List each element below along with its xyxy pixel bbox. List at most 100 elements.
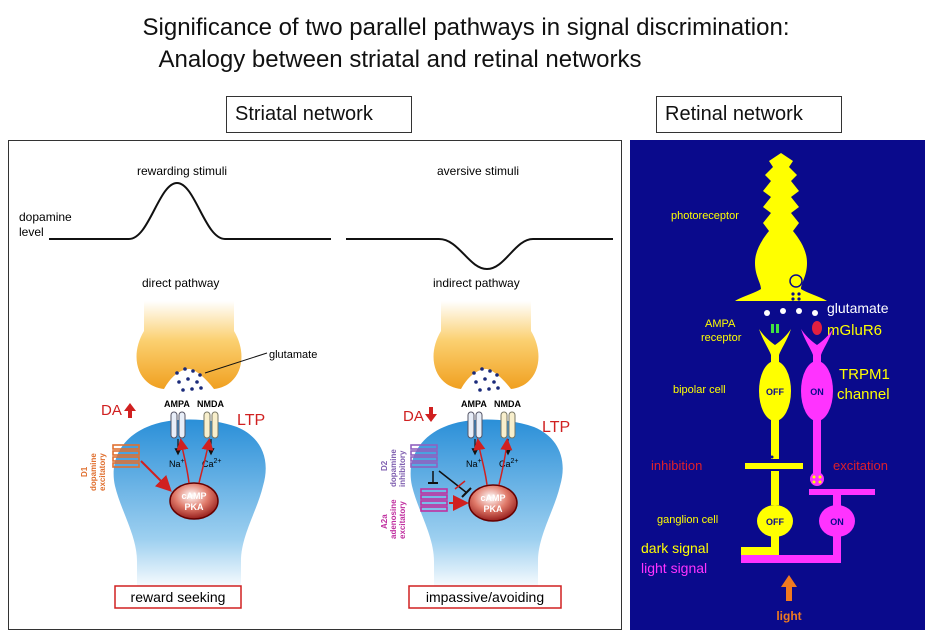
- da-up-arrow-left: [124, 403, 136, 418]
- rewarding-stimuli-label: rewarding stimuli: [137, 164, 227, 178]
- retinal-panel: photoreceptor glutamate AMPA receptor mG…: [630, 140, 925, 630]
- dopamine-level-label-1: dopamine: [19, 210, 72, 224]
- svg-text:excitatory: excitatory: [98, 453, 107, 491]
- ca-label-right: Ca2+: [499, 458, 519, 469]
- nmda-receptor-right: [500, 411, 516, 439]
- svg-text:A2a: A2a: [380, 514, 389, 529]
- pka-to-nmda-arrow: [198, 438, 214, 484]
- glutamate-vesicles-right: [472, 367, 500, 392]
- trpm1-label-2: channel: [837, 386, 890, 403]
- dark-signal-label: dark signal: [641, 540, 709, 556]
- mglur6-receptor: [812, 321, 822, 335]
- svg-text:inhibitory: inhibitory: [398, 450, 407, 487]
- svg-text:dopamine: dopamine: [89, 453, 98, 491]
- reward-seeking-label: reward seeking: [131, 589, 226, 605]
- da-label-left: DA: [101, 402, 122, 419]
- light-signal-label: light signal: [641, 560, 707, 576]
- ampa-receptor-right: [467, 411, 483, 439]
- a2a-receptor-label: A2a adenosine excitatory: [380, 499, 407, 539]
- pka-label-left: PKA: [184, 502, 204, 512]
- off-bipolar-terminal: [745, 463, 803, 469]
- pka-to-ampa-arrow: [176, 438, 190, 484]
- mglur6-label: mGluR6: [827, 322, 882, 339]
- on-bipolar-soma: [801, 361, 833, 421]
- d2-receptor: [410, 444, 438, 468]
- glutamate-label-retina: glutamate: [827, 300, 889, 316]
- on-ganglion-label: ON: [830, 517, 844, 527]
- glutamate-vesicles-left: [175, 367, 203, 392]
- svg-text:D1: D1: [80, 466, 89, 477]
- off-bipolar-dendrite: [759, 329, 791, 355]
- pka-label-right: PKA: [483, 504, 503, 514]
- photoreceptor-cell: [735, 153, 827, 301]
- indirect-pathway-label: indirect pathway: [433, 276, 520, 290]
- d2-to-pka-inhibit: [438, 470, 468, 494]
- on-bipolar-label: ON: [810, 387, 824, 397]
- retinal-diagram: photoreceptor glutamate AMPA receptor mG…: [641, 153, 890, 623]
- dopamine-curve-dip: [346, 238, 613, 271]
- excitation-label: excitation: [833, 458, 888, 473]
- na-label-left: Na+: [169, 458, 185, 469]
- on-ganglion-stem: [833, 489, 841, 509]
- d2-receptor-label: D2 dopamine inhibitory: [380, 449, 407, 487]
- d1-to-pka-arrow: [140, 460, 172, 492]
- nmda-label-right: NMDA: [494, 399, 521, 409]
- camp-label-left: cAMP: [181, 491, 206, 501]
- svg-text:D2: D2: [380, 460, 389, 471]
- presynaptic-terminal-right: [433, 301, 539, 389]
- light-up-arrow: [781, 575, 797, 601]
- svg-text:adenosine: adenosine: [389, 499, 398, 539]
- off-ganglion-label: OFF: [766, 517, 784, 527]
- off-ganglion-soma: [757, 505, 793, 537]
- photoreceptor-label: photoreceptor: [671, 210, 739, 222]
- d1-receptor-label: D1 dopamine excitatory: [80, 453, 107, 491]
- da-label-right: DA: [403, 408, 424, 425]
- off-ganglion-axon-v: [771, 535, 779, 553]
- aversive-stimuli-label: aversive stimuli: [437, 164, 519, 178]
- nmda-label-left: NMDA: [197, 399, 224, 409]
- svg-text:excitatory: excitatory: [398, 501, 407, 539]
- glutamate-dots: [764, 308, 818, 316]
- glutamate-label: glutamate: [269, 349, 317, 361]
- ampa-label-retina-1: AMPA: [705, 318, 736, 330]
- camp-pka-left: [169, 482, 219, 520]
- ampa-label-right: AMPA: [461, 399, 487, 409]
- dopamine-level-label-2: level: [19, 225, 44, 239]
- striatal-network-label: Striatal network: [226, 96, 412, 133]
- on-ganglion-axon-v: [833, 535, 841, 557]
- on-bipolar-dendrite: [801, 329, 833, 355]
- bipolar-cell-label: bipolar cell: [673, 384, 726, 396]
- on-ganglion-axon-h: [741, 555, 841, 563]
- on-bipolar-vesicles: [812, 475, 822, 484]
- da-down-arrow-right: [425, 407, 437, 422]
- svg-text:dopamine: dopamine: [389, 449, 398, 487]
- light-label: light: [776, 609, 801, 623]
- d1-receptor: [112, 444, 140, 468]
- reward-seeking-box: [114, 585, 242, 609]
- off-ganglion-dendrite: [771, 471, 779, 505]
- ca-label-left: Ca2+: [202, 458, 222, 469]
- ltp-label-right: LTP: [542, 419, 570, 436]
- pka-to-nmda-arrow-right: [498, 438, 513, 486]
- on-ganglion-dendrite: [809, 489, 875, 495]
- photoreceptor-nucleus: [789, 274, 803, 288]
- on-bipolar-axon: [813, 419, 821, 473]
- striatal-panel: dopamine level rewarding stimuli direct …: [8, 140, 622, 630]
- glutamate-pointer: [204, 352, 268, 374]
- nmda-receptor-left: [203, 411, 219, 439]
- impassive-avoiding-box: [408, 585, 562, 609]
- presynaptic-terminal-left: [136, 301, 242, 389]
- ltp-label-left: LTP: [237, 412, 265, 429]
- off-bipolar-label: OFF: [766, 387, 784, 397]
- blocked-mark: [454, 480, 466, 490]
- inhibition-label: inhibition: [651, 458, 702, 473]
- camp-pka-right: [468, 484, 518, 522]
- on-ganglion-soma: [819, 505, 855, 537]
- retinal-network-label: Retinal network: [656, 96, 842, 133]
- off-bipolar-soma: [759, 361, 791, 421]
- off-bipolar-axon: [771, 419, 779, 459]
- ganglion-cell-label: ganglion cell: [657, 514, 718, 526]
- ampa-label-retina-2: receptor: [701, 332, 742, 344]
- ampa-label-left: AMPA: [164, 399, 190, 409]
- trpm1-label-1: TRPM1: [839, 366, 890, 383]
